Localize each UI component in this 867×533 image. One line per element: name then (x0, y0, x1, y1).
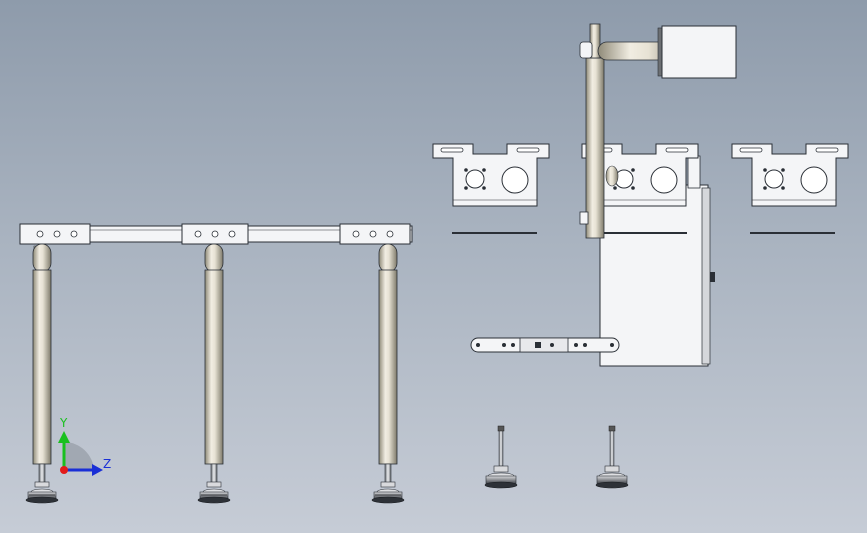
slotted-bar[interactable] (470, 337, 620, 353)
leg-right[interactable] (371, 243, 405, 504)
leg-middle[interactable] (197, 243, 231, 504)
bracket-left[interactable] (432, 143, 550, 207)
foot-right-a[interactable] (484, 425, 518, 489)
coordinate-triad: Y Z (58, 416, 111, 476)
origin-dot (60, 466, 68, 474)
side-panel[interactable] (599, 184, 709, 367)
bracket-right[interactable] (731, 143, 849, 207)
foot-right-b[interactable] (595, 425, 629, 489)
leg-left[interactable] (25, 243, 59, 504)
y-axis-label: Y (59, 416, 68, 430)
monitor-arm[interactable] (579, 23, 737, 239)
right-frame-assembly[interactable] (432, 23, 849, 489)
monitor-mount-plate[interactable] (661, 25, 737, 79)
z-axis-label: Z (103, 457, 111, 471)
left-frame-assembly[interactable] (19, 223, 413, 504)
